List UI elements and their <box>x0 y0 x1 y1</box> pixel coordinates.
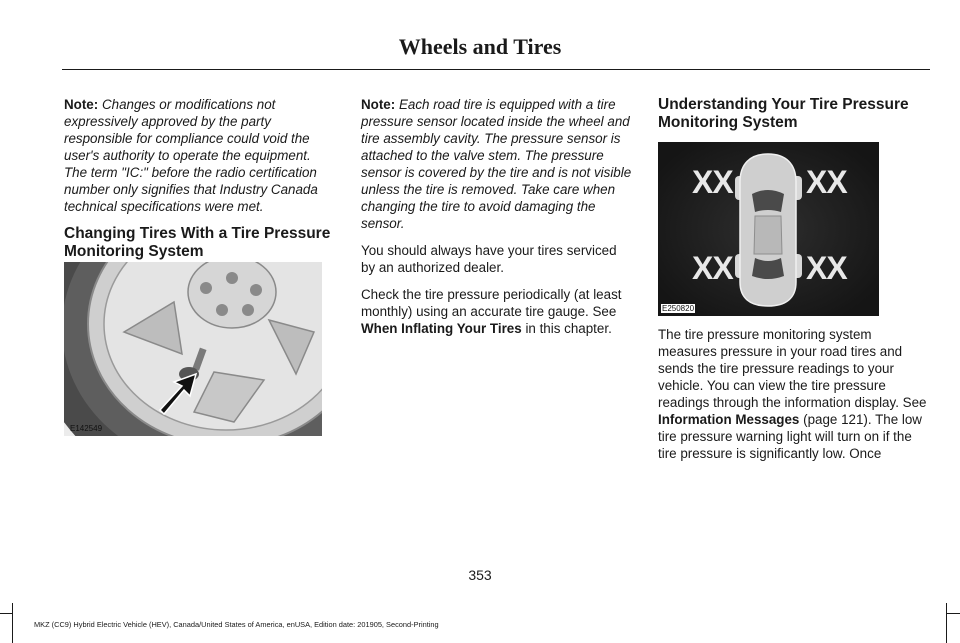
page-title: Wheels and Tires <box>398 34 562 59</box>
tpms-rear-right-value: XX <box>806 250 848 286</box>
figure-code: E142549 <box>70 424 103 433</box>
cross-reference-link[interactable]: When Inflating Your Tires <box>361 321 522 336</box>
tpms-front-left-value: XX <box>692 164 734 200</box>
column-right-body: The tire pressure monitoring system meas… <box>658 326 930 472</box>
section-heading-understanding-tpms: Understanding Your Tire Pressure Monitor… <box>658 96 909 131</box>
note-label: Note: <box>64 97 99 112</box>
page-number: 353 <box>468 567 492 583</box>
body-text: The tire pressure monitoring system meas… <box>658 327 927 410</box>
footer-edition-info: MKZ (CC9) Hybrid Electric Vehicle (HEV),… <box>34 620 439 629</box>
body-text: (page 121). The low tire pressure warnin… <box>658 412 922 461</box>
section-heading-changing-tires: Changing Tires With a Tire Pressure Moni… <box>64 225 331 260</box>
header-rule <box>62 69 930 70</box>
crop-mark <box>12 603 13 643</box>
column-left: Note: Changes or modifications not expre… <box>64 96 336 271</box>
crop-mark <box>947 613 960 614</box>
note-label: Note: <box>361 97 396 112</box>
wheel-valve-stem-illustration: E142549 <box>64 262 322 436</box>
note-paragraph: Note: Changes or modifications not expre… <box>64 96 336 215</box>
tpms-display-illustration: XX XX XX XX E250820 <box>658 142 879 316</box>
figure-code: E250820 <box>661 304 696 313</box>
wheel-illustration-icon <box>64 262 322 436</box>
tpms-rear-left-value: XX <box>692 250 734 286</box>
crop-mark <box>0 613 12 614</box>
car-top-view-icon <box>658 142 879 316</box>
body-paragraph: You should always have your tires servic… <box>361 243 617 275</box>
crop-mark <box>946 603 947 643</box>
tpms-front-right-value: XX <box>806 164 848 200</box>
body-paragraph: The tire pressure monitoring system meas… <box>658 326 930 462</box>
note-text: Each road tire is equipped with a tire p… <box>361 97 632 231</box>
body-text: Check the tire pressure periodically (at… <box>361 287 622 319</box>
cross-reference-link[interactable]: Information Messages <box>658 412 800 427</box>
column-middle: Note: Each road tire is equipped with a … <box>361 96 633 347</box>
note-text: Changes or modifications not expressivel… <box>64 97 318 214</box>
body-text: in this chapter. <box>525 321 612 336</box>
note-paragraph: Note: Each road tire is equipped with a … <box>361 96 633 232</box>
body-paragraph: Check the tire pressure periodically (at… <box>361 286 633 337</box>
column-right: Understanding Your Tire Pressure Monitor… <box>658 96 930 142</box>
